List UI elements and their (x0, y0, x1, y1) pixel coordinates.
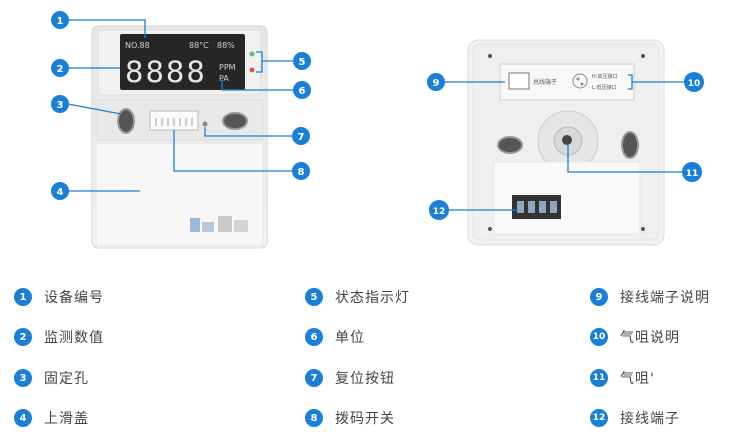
lcd-display: NO.88 88°C 88% 8888 PPM PA (120, 34, 245, 90)
legend-number: 5 (305, 288, 323, 306)
valve-line2-text: L:低压接口 (592, 84, 616, 91)
legend-number: 2 (14, 328, 32, 346)
callout-2: 2 (51, 59, 69, 77)
legend-item: 10 气咀说明 (590, 326, 680, 348)
callout-5: 5 (293, 52, 311, 70)
legend-label: 设备编号 (44, 290, 104, 306)
legend-item: 3 固定孔 (14, 367, 89, 389)
legend-item: 9 接线端子说明 (590, 286, 710, 308)
svg-text:11: 11 (686, 169, 699, 179)
legend-label: 监测数值 (44, 330, 104, 346)
legend-number: 8 (305, 409, 323, 427)
svg-text:10: 10 (688, 79, 701, 89)
red-indicator-icon (249, 67, 255, 73)
legend-item: 4 上滑盖 (14, 407, 89, 429)
svg-text:12: 12 (433, 207, 446, 217)
legend-number: 10 (590, 328, 608, 346)
legend-item: 8 拨码开关 (305, 407, 395, 429)
svg-text:4: 4 (57, 187, 64, 198)
legend-item: 6 单位 (305, 326, 365, 348)
legend-label: 气咀' (620, 371, 655, 387)
svg-text:6: 6 (299, 86, 306, 97)
right-mount-hole-icon (222, 112, 248, 130)
callout-10: 10 (684, 72, 704, 92)
valve-line1-text: H:高压接口 (592, 73, 617, 80)
legend-number: 11 (590, 369, 608, 387)
legend-item: 1 设备编号 (14, 286, 104, 308)
unit-ppm-text: PPM (219, 63, 236, 72)
terminal-diagram-icon (508, 72, 530, 90)
device-number-text: NO.88 (125, 41, 150, 50)
legend-label: 状态指示灯 (335, 290, 410, 306)
temperature-text: 88°C (189, 41, 209, 50)
green-indicator-icon (249, 51, 255, 57)
callout-11: 11 (682, 162, 702, 182)
callout-8: 8 (292, 162, 310, 180)
humidity-text: 88% (217, 41, 235, 50)
legend-item: 5 状态指示灯 (305, 286, 410, 308)
back-left-hole-icon (497, 136, 523, 154)
legend-item: 7 复位按钮 (305, 367, 395, 389)
legend-item: 2 监测数值 (14, 326, 104, 348)
leader-lines (67, 19, 684, 211)
callout-9: 9 (427, 73, 445, 91)
front-device: NO.88 88°C 88% 8888 PPM PA (91, 25, 268, 249)
callout-7: 7 (292, 127, 310, 145)
callout-3: 3 (51, 95, 69, 113)
terminal-box-text: 总线端子 (533, 78, 557, 86)
legend-number: 1 (14, 288, 32, 306)
legend-item: 12 接线端子 (590, 407, 680, 429)
legend-number: 4 (14, 409, 32, 427)
legend-label: 气咀说明 (620, 330, 680, 346)
legend-number: 12 (590, 409, 608, 427)
diagram-canvas: NO.88 88°C 88% 8888 PPM PA (51, 11, 704, 249)
legend-item: 11 气咀' (590, 367, 655, 389)
legend-label: 复位按钮 (335, 371, 395, 387)
back-right-hole-icon (621, 131, 639, 159)
valve-diagram-icon (572, 73, 588, 89)
legend-label: 接线端子 (620, 411, 680, 427)
callout-1: 1 (51, 11, 69, 29)
callout-4: 4 (51, 182, 69, 200)
main-reading-text: 8888 (125, 55, 207, 89)
svg-text:2: 2 (57, 64, 64, 75)
callout-6: 6 (293, 81, 311, 99)
legend-number: 3 (14, 369, 32, 387)
legend-label: 上滑盖 (44, 411, 89, 427)
svg-text:1: 1 (57, 16, 64, 27)
svg-text:3: 3 (57, 100, 64, 111)
back-device: 总线端子 H:高压接口 L:低压接口 (467, 39, 665, 246)
svg-text:5: 5 (299, 57, 306, 68)
legend-number: 7 (305, 369, 323, 387)
callout-12: 12 (429, 200, 449, 220)
unit-pa-text: PA (219, 74, 229, 83)
reset-button-icon (202, 121, 208, 127)
legend-label: 拨码开关 (335, 411, 395, 427)
legend-label: 接线端子说明 (620, 290, 710, 306)
svg-text:7: 7 (298, 132, 305, 143)
svg-text:9: 9 (433, 78, 440, 89)
legend-number: 9 (590, 288, 608, 306)
legend-number: 6 (305, 328, 323, 346)
legend-label: 单位 (335, 330, 365, 346)
left-mount-hole-icon (117, 108, 135, 134)
svg-text:8: 8 (298, 167, 305, 178)
legend-label: 固定孔 (44, 371, 89, 387)
